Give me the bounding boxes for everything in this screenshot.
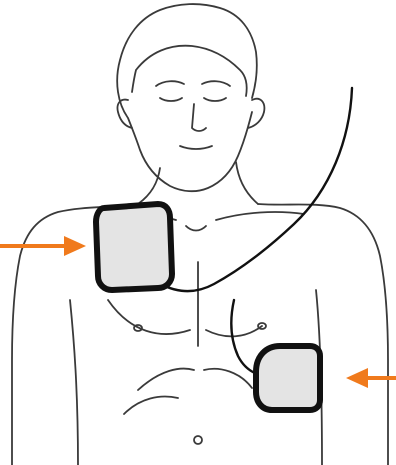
pad-upper-body bbox=[96, 204, 172, 290]
shoulder-right bbox=[258, 204, 388, 465]
eye-left bbox=[160, 98, 182, 101]
rib-right bbox=[204, 369, 252, 388]
sternal-notch bbox=[186, 226, 206, 231]
neck-right bbox=[236, 162, 258, 204]
arrow-right-icon bbox=[64, 236, 86, 256]
arm-line-left bbox=[70, 300, 78, 465]
nose bbox=[192, 104, 206, 131]
pec-right bbox=[206, 326, 262, 336]
hair-lines bbox=[132, 46, 247, 96]
clavicle-right bbox=[216, 212, 304, 220]
abs-left bbox=[124, 397, 178, 414]
brow-left bbox=[156, 81, 184, 86]
brow-right bbox=[202, 81, 230, 86]
pad-side-body bbox=[256, 346, 320, 410]
pec-left bbox=[108, 300, 190, 334]
neck-left bbox=[138, 168, 160, 204]
torso-figure bbox=[12, 4, 388, 465]
mouth bbox=[180, 146, 212, 149]
pad-upper-right-chest bbox=[96, 204, 172, 290]
arrow-left bbox=[0, 236, 86, 256]
navel bbox=[194, 436, 202, 444]
arrow-left-icon bbox=[346, 368, 368, 388]
eye-right bbox=[204, 98, 226, 101]
pad-left-side bbox=[256, 346, 320, 410]
ear-right bbox=[248, 99, 264, 128]
rib-left bbox=[138, 369, 194, 390]
